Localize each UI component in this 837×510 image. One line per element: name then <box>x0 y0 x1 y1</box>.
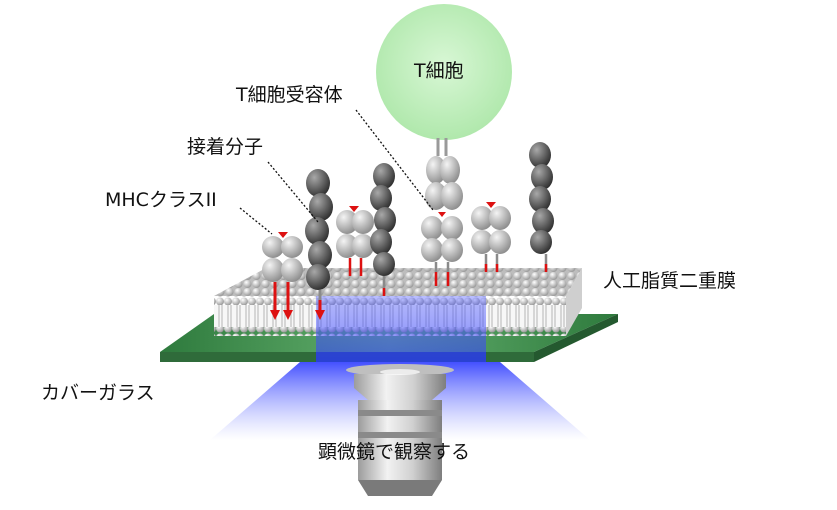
mhc-right <box>471 202 511 272</box>
leader-lines <box>239 109 434 235</box>
adhesion-molecule-1 <box>305 169 333 320</box>
adhesion-molecule-label: 接着分子 <box>187 136 264 158</box>
mhc-class-ii-label: MHCクラスII <box>105 189 217 211</box>
cover-glass-label: カバーガラス <box>41 382 155 404</box>
tcr <box>425 138 463 210</box>
t-cell-label: T細胞 <box>414 60 464 82</box>
adhesion-molecule-3 <box>529 142 554 272</box>
adhesion-molecule-2 <box>370 163 396 296</box>
microscope-objective <box>346 364 454 496</box>
illumination-column <box>316 296 486 362</box>
mhc-left <box>262 232 303 320</box>
microscope-label: 顕微鏡で観察する <box>318 441 471 463</box>
t-cell <box>376 4 512 140</box>
illumination-footprint <box>316 352 486 362</box>
mhc-center-left <box>336 206 374 276</box>
lipid-bilayer-label: 人工脂質二重膜 <box>603 270 737 292</box>
tcr-label: T細胞受容体 <box>236 84 343 106</box>
mhc-under-tcr <box>421 212 463 286</box>
